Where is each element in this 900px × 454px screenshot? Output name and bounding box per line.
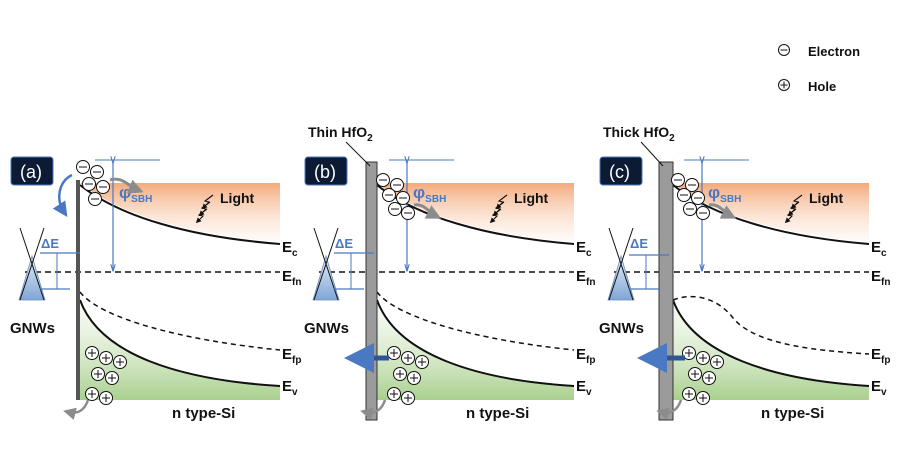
light-indicator: Light: [784, 190, 844, 224]
efp-label: Efp: [576, 346, 595, 366]
delta-e-label: ΔE: [41, 236, 59, 251]
delta-e-label: ΔE: [335, 236, 353, 251]
light-ray: [784, 208, 797, 224]
panel-tag-box: [304, 156, 348, 186]
efp-curve: [79, 291, 281, 351]
hole-return-arrow: [656, 399, 683, 420]
light-label: Light: [809, 190, 844, 206]
conduction-band-fill: [80, 183, 280, 242]
efn-label: Efn: [282, 268, 301, 288]
light-label: Light: [514, 190, 549, 206]
hole-cluster: [85, 346, 127, 405]
light-ray: [195, 208, 208, 224]
electron-cluster: [76, 160, 110, 206]
ec-label: Ec: [576, 239, 592, 259]
ev-label: Ev: [871, 378, 887, 398]
valence-band-fill: [377, 300, 574, 400]
electron-drift-arrow: [708, 203, 737, 219]
valence-band-fill: [673, 300, 869, 400]
oxide-label: Thin HfO2: [308, 124, 373, 144]
panel-tag: (a): [10, 156, 54, 186]
hole-legend-icon: [778, 79, 790, 91]
ev-label: Ev: [282, 378, 298, 398]
efn-label: Efn: [871, 268, 890, 288]
panel-tag: (c): [599, 156, 643, 186]
light-indicator: Light: [489, 190, 549, 224]
light-indicator: Light: [195, 190, 255, 224]
ec-label: Ec: [871, 239, 887, 259]
legend: Electron Hole: [778, 44, 860, 94]
legend-hole-label: Hole: [808, 79, 836, 94]
ev-curve: [79, 299, 281, 387]
panel-tag-box: [10, 156, 54, 186]
valence-band-fill: [80, 300, 280, 400]
ev-curve: [672, 299, 870, 387]
electron-injection-arrow: [52, 173, 73, 217]
gnw-cone-lower: [312, 254, 340, 301]
electron-drift-arrow: [109, 177, 144, 194]
electron-cluster: [671, 173, 710, 220]
light-ray: [489, 208, 502, 224]
conduction-band-fill: [673, 183, 869, 242]
ev-label: Ev: [576, 378, 592, 398]
gnws-label: GNWs: [10, 320, 55, 337]
substrate-label: n type-Si: [466, 405, 529, 422]
panel-tag-box: [599, 156, 643, 186]
substrate-label: n type-Si: [172, 405, 235, 422]
panel-tag-label: (a): [20, 162, 42, 182]
oxide-label: Thick HfO2: [603, 124, 675, 144]
gnws-label: GNWs: [304, 320, 349, 337]
delta-e-label: ΔE: [630, 236, 648, 251]
efp-curve: [376, 291, 575, 351]
gnws-label: GNWs: [599, 320, 644, 337]
oxide-leader: [640, 141, 664, 167]
electron-cluster: [376, 173, 415, 220]
efp-label: Efp: [871, 346, 890, 366]
conduction-band-fill: [377, 183, 574, 242]
electron-drift-arrow: [413, 203, 442, 219]
hole-return-arrow: [360, 399, 387, 420]
ec-label: Ec: [282, 239, 298, 259]
legend-electron-label: Electron: [808, 44, 860, 59]
oxide-leader: [345, 141, 371, 167]
hole-cluster: [682, 346, 724, 405]
gnw-cone-lower: [607, 254, 635, 301]
electron-legend-icon: [778, 44, 790, 56]
efn-label: Efn: [576, 268, 595, 288]
panel-tag-label: (c): [609, 162, 630, 182]
hole-cluster: [387, 346, 429, 405]
hole-return-arrow: [63, 399, 90, 420]
gnw-cone-lower: [18, 254, 46, 301]
efp-curve: [672, 295, 870, 355]
substrate-label: n type-Si: [761, 405, 824, 422]
light-label: Light: [220, 190, 255, 206]
panel-tag-label: (b): [314, 162, 336, 182]
panel-tag: (b): [304, 156, 348, 186]
interface-wall: [76, 180, 80, 400]
oxide-barrier: [365, 161, 378, 421]
ev-curve: [376, 299, 575, 387]
oxide-barrier: [658, 161, 674, 421]
efp-label: Efp: [282, 346, 301, 366]
